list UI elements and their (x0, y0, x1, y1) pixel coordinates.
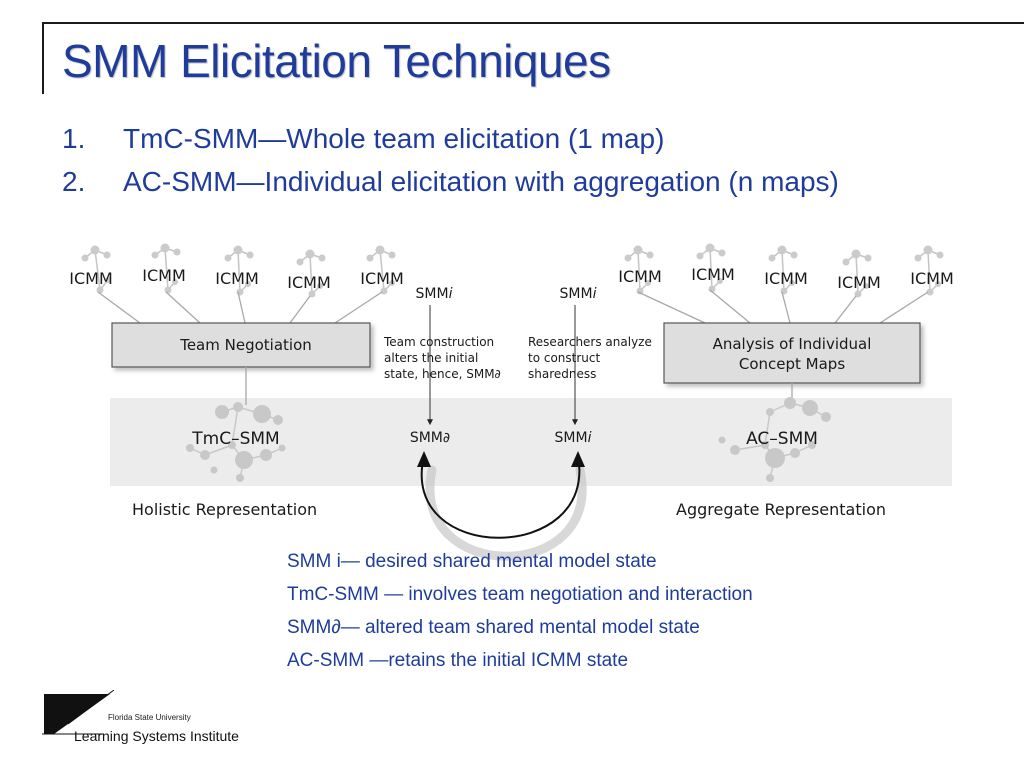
team-negotiation-label: Team Negotiation (179, 336, 312, 354)
icmm-map-icon (696, 243, 726, 293)
icmm-label: ICMM (691, 265, 735, 284)
bullet-list: 1. TmC-SMM—Whole team elicitation (1 map… (62, 122, 962, 208)
ac-smm-concept-map (718, 397, 831, 482)
bullet-number: 1. (62, 123, 86, 154)
note-left-line: state, hence, SMM∂ (384, 367, 501, 381)
tmc-smm-concept-map (186, 402, 286, 482)
icmm-map-icon (151, 243, 181, 294)
note-left-line: Team construction (383, 335, 494, 349)
icmm-map-icon (914, 245, 944, 296)
icmm-map-icon (296, 249, 326, 298)
bullet-text: TmC-SMM—Whole team elicitation (1 map) (123, 123, 665, 154)
left-connector-lines (97, 291, 383, 324)
analysis-label-line1: Analysis of Individual (713, 335, 872, 353)
icmm-label: ICMM (764, 269, 808, 288)
left-concept-maps (81, 243, 396, 298)
icmm-label: ICMM (837, 273, 881, 292)
legend-block: SMM i— desired shared mental model state… (287, 545, 753, 677)
icmm-label: ICMM (287, 273, 331, 292)
loop-arrowhead-left (417, 451, 431, 467)
smm-i-bottom-label: SMMi (555, 430, 592, 446)
smm-d-label: SMM∂ (410, 430, 450, 446)
icmm-map-icon (624, 245, 654, 295)
loop-arrowhead-right (571, 451, 585, 467)
ac-smm-label: AC–SMM (746, 429, 818, 449)
logo-university: Florida State University (108, 713, 191, 722)
icmm-map-icon (224, 245, 254, 296)
legend-line: TmC-SMM — involves team negotiation and … (287, 584, 753, 605)
bullet-item-1: 1. TmC-SMM—Whole team elicitation (1 map… (62, 122, 962, 155)
right-concept-maps (624, 243, 944, 298)
icmm-map-icon (768, 245, 798, 295)
slide-title: SMM Elicitation Techniques (62, 35, 611, 87)
right-connector-lines (637, 289, 929, 324)
note-right: Researchers analyze to construct sharedn… (528, 335, 652, 381)
icmm-label: ICMM (618, 267, 662, 286)
holistic-representation-label: Holistic Representation (132, 500, 317, 519)
tmc-smm-label: TmC–SMM (191, 429, 279, 449)
lsi-logo-icon (42, 690, 115, 735)
logo-name: Learning Systems Institute (74, 728, 239, 744)
legend-line: SMM i— desired shared mental model state (287, 551, 657, 572)
bullet-item-2: 2. AC-SMM—Individual elicitation with ag… (62, 165, 962, 198)
icmm-label: ICMM (910, 269, 954, 288)
icmm-label: ICMM (360, 269, 404, 288)
aggregate-representation-label: Aggregate Representation (676, 500, 886, 519)
bullet-text: AC-SMM—Individual elicitation with aggre… (123, 166, 839, 197)
analysis-label-line2: Concept Maps (739, 355, 845, 373)
analysis-box (663, 322, 921, 384)
icmm-map-icon (842, 249, 872, 298)
icmm-label: ICMM (69, 269, 113, 288)
icmm-map-icon (366, 245, 396, 295)
smm-i-top-left: SMMi (416, 286, 453, 302)
bullet-number: 2. (62, 166, 86, 197)
title-rule-horizontal (42, 22, 1024, 24)
note-left-line: alters the initial (384, 351, 478, 365)
note-right-line: Researchers analyze (528, 335, 652, 349)
smm-i-top-right: SMMi (560, 286, 597, 302)
team-negotiation-box (111, 322, 371, 368)
icmm-label: ICMM (215, 269, 259, 288)
icmm-label: ICMM (142, 266, 186, 285)
legend-line: AC-SMM —retains the initial ICMM state (287, 650, 629, 671)
right-icmm-labels: ICMM ICMM ICMM ICMM ICMM (618, 265, 954, 292)
left-icmm-labels: ICMM ICMM ICMM ICMM ICMM (69, 266, 404, 292)
legend-line: SMM∂— altered team shared mental model s… (287, 617, 700, 638)
feedback-loop-arrow (420, 455, 581, 539)
title-rule-vertical (42, 22, 44, 94)
note-right-line: to construct (528, 351, 601, 365)
note-right-line: sharedness (528, 367, 596, 381)
lsi-logo: Florida State University Learning System… (38, 690, 268, 750)
note-left: Team construction alters the initial sta… (383, 335, 501, 381)
